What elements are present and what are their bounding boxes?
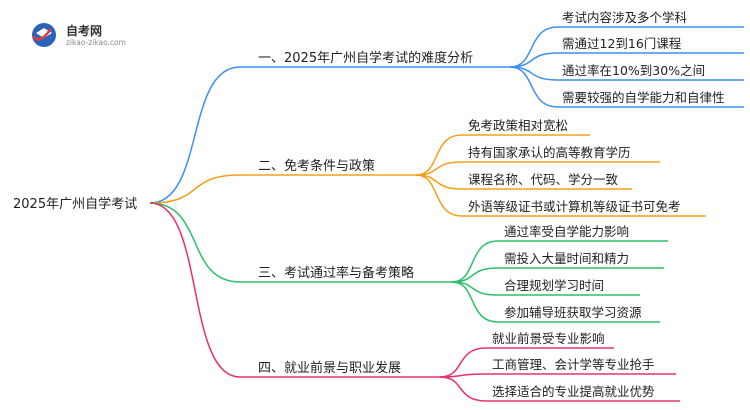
leaf-4-3: 选择适合的专业提高就业优势	[492, 384, 655, 399]
site-logo[interactable]: 自考网 zikao-zikao.com	[32, 23, 126, 47]
leaf-2-4: 外语等级证书或计算机等级证书可免考	[468, 199, 681, 214]
branch-2-label: 二、免考条件与政策	[258, 158, 375, 174]
logo-title: 自考网	[66, 23, 102, 38]
leaf-4-1: 就业前景受专业影响	[492, 331, 605, 346]
branch-3-leaf-4-connector	[451, 281, 499, 323]
branch-3-label: 三、考试通过率与备考策略	[258, 265, 414, 281]
leaf-1-4: 需要较强的自学能力和自律性	[562, 90, 725, 105]
branch-4-leaf-1-connector	[439, 347, 487, 378]
leaf-4-2: 工商管理、会计学等专业抢手	[492, 357, 655, 372]
leaf-1-1: 考试内容涉及多个学科	[562, 10, 688, 25]
logo-subtitle: zikao-zikao.com	[66, 38, 126, 47]
root-node-label: 2025年广州自学考试	[13, 196, 137, 212]
leaf-3-4: 参加辅导班获取学习资源	[504, 305, 642, 320]
leaf-1-2: 需通过12到16门课程	[562, 36, 682, 51]
logo-check-icon	[32, 28, 52, 41]
branch-1-leaf-4-connector	[509, 66, 559, 108]
branch-4-label: 四、就业前景与职业发展	[258, 360, 401, 376]
branch-1-label: 一、2025年广州自学考试的难度分析	[258, 50, 473, 66]
root-to-branch-1-connector	[149, 66, 241, 204]
root-to-branch-2-connector	[149, 174, 241, 204]
leaf-1-3: 通过率在10%到30%之间	[562, 63, 705, 78]
branch-4-leaf-3-connector	[439, 376, 487, 402]
leaf-2-2: 持有国家承认的高等教育学历	[468, 145, 631, 160]
connectors	[149, 26, 744, 402]
root-to-branch-4-connector	[149, 202, 241, 378]
branch-1-leaf-2-connector	[509, 52, 559, 68]
leaf-3-1: 通过率受自学能力影响	[504, 224, 629, 239]
leaf-2-3: 课程名称、代码、学分一致	[468, 172, 619, 187]
logo-cap-icon	[36, 28, 52, 38]
leaf-3-2: 需投入大量时间和精力	[504, 251, 629, 266]
root-to-branch-3-connector	[149, 202, 241, 283]
branch-1-leaf-1-connector	[509, 26, 559, 68]
branch-3-leaf-1-connector	[451, 240, 499, 283]
branch-2-leaf-1-connector	[415, 134, 463, 176]
leaf-2-1: 免考政策相对宽松	[468, 118, 568, 133]
branch-2-leaf-4-connector	[415, 174, 463, 217]
leaf-3-3: 合理规划学习时间	[504, 278, 604, 293]
